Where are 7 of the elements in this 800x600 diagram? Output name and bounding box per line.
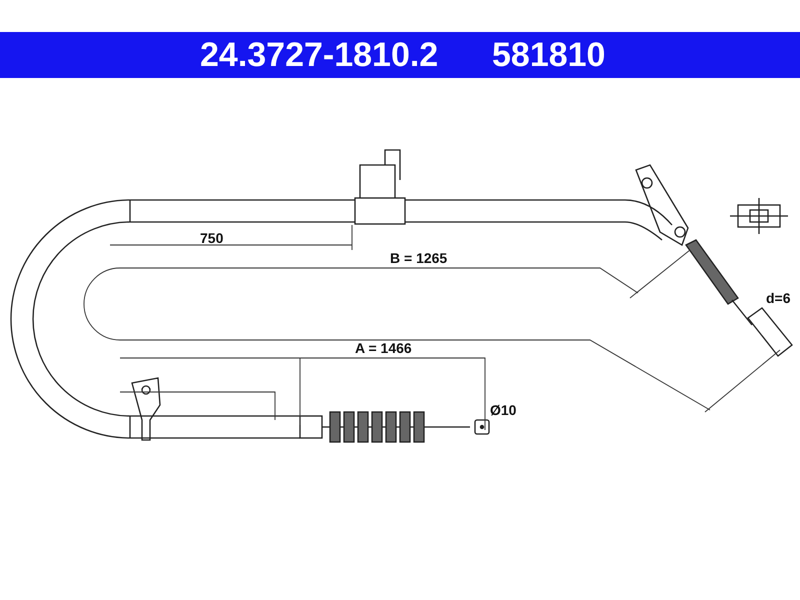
- reference-number: 581810: [492, 35, 606, 75]
- dimension-label: d=6: [766, 290, 791, 306]
- dimension-label: 750: [200, 230, 224, 246]
- dimension-label: B = 1265: [390, 250, 448, 266]
- dimension-label: A = 1466: [355, 340, 412, 356]
- dimension-label: Ø10: [490, 402, 516, 418]
- part-number: 24.3727-1810.2: [200, 35, 438, 75]
